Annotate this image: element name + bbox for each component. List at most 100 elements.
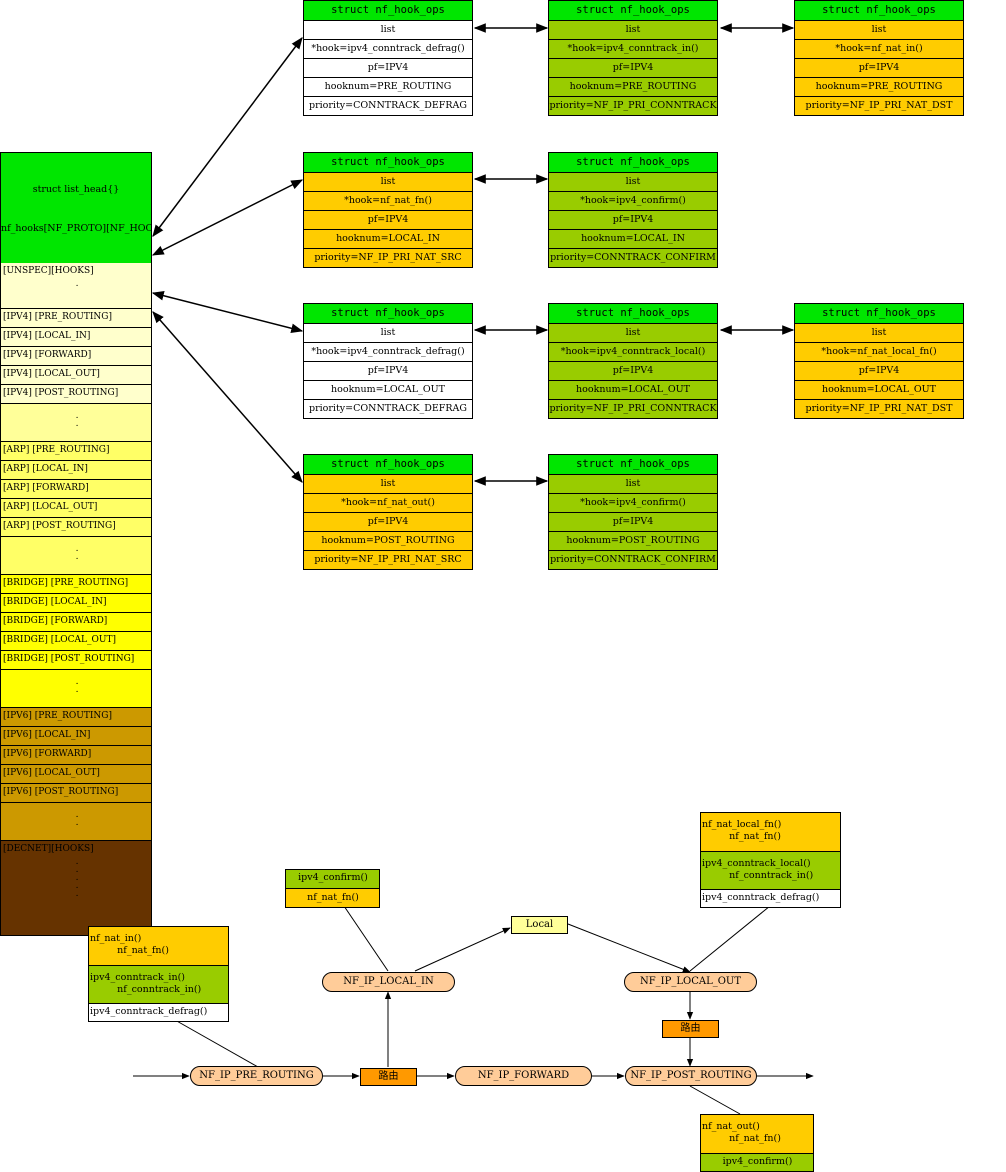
field-list: list (549, 323, 717, 342)
link-local-out (151, 291, 304, 333)
hook-ops-header: struct nf_hook_ops (304, 1, 472, 20)
field-priority: priority=CONNTRACK_CONFIRM (549, 550, 717, 569)
field-list: list (795, 323, 963, 342)
field-hooknum: hooknum=PRE_ROUTING (795, 77, 963, 96)
hook-slot-label: [DECNET][HOOKS] (3, 844, 94, 854)
route-box-1: 路由 (360, 1068, 417, 1086)
hook-slot-label: [ARP] [FORWARD] (3, 483, 89, 493)
hook-slot: [IPV4] [PRE_ROUTING] (1, 308, 151, 327)
node-local-out: NF_IP_LOCAL_OUT (624, 972, 757, 992)
hook-ops-header: struct nf_hook_ops (304, 455, 472, 474)
field-priority: priority=CONNTRACK_CONFIRM (549, 248, 717, 267)
field-pf: pf=IPV4 (549, 58, 717, 77)
ellipsis-dots: . . . . . (75, 857, 79, 899)
hook-slot-label: [IPV4] [LOCAL_IN] (3, 331, 91, 341)
field-list: list (304, 323, 472, 342)
hook-slot: [BRIDGE] [LOCAL_OUT] (1, 631, 151, 650)
field-list: list (549, 172, 717, 191)
hook-slot: [ARP] [FORWARD] (1, 479, 151, 498)
localout-box-conntrack: ipv4_conntrack_local() nf_conntrack_in() (701, 851, 840, 889)
flow-localin-to-local (414, 927, 511, 972)
field-list: list (304, 20, 472, 39)
localout-box-defrag: ipv4_conntrack_defrag() (701, 889, 840, 907)
hook-slot: [BRIDGE] [PRE_ROUTING] (1, 574, 151, 593)
flow-local-to-localout (567, 923, 691, 973)
field-priority: priority=NF_IP_PRI_NAT_DST (795, 96, 963, 115)
field-hook: *hook=nf_nat_fn() (304, 191, 472, 210)
field-hook: *hook=nf_nat_in() (795, 39, 963, 58)
node-local-in: NF_IP_LOCAL_IN (322, 972, 455, 992)
hook-slot-label: [ARP] [LOCAL_IN] (3, 464, 88, 474)
hook-slot: [BRIDGE] [POST_ROUTING] (1, 650, 151, 669)
hook-slot-label: [BRIDGE] [PRE_ROUTING] (3, 578, 129, 588)
field-hooknum: hooknum=LOCAL_IN (304, 229, 472, 248)
hook-slot-label: [BRIDGE] [LOCAL_OUT] (3, 635, 117, 645)
hook-slot-label: [BRIDGE] [POST_ROUTING] (3, 654, 135, 664)
hook-slot-label: [BRIDGE] [LOCAL_IN] (3, 597, 107, 607)
hook-slot-label: [IPV6] [LOCAL_OUT] (3, 768, 100, 778)
field-hook: *hook=ipv4_confirm() (549, 493, 717, 512)
hook-slot: [ARP] [PRE_ROUTING] (1, 441, 151, 460)
field-hooknum: hooknum=LOCAL_OUT (795, 380, 963, 399)
field-priority: priority=NF_IP_PRI_CONNTRACK (549, 96, 717, 115)
localout-box-nat: nf_nat_local_fn() nf_nat_fn() (701, 813, 840, 851)
hook-slot: [UNSPEC][HOOKS]. (1, 263, 151, 308)
field-priority: priority=NF_IP_PRI_NAT_SRC (304, 550, 472, 569)
field-pf: pf=IPV4 (795, 58, 963, 77)
hook-slot-label: [IPV6] [POST_ROUTING] (3, 787, 119, 797)
field-priority: priority=NF_IP_PRI_NAT_DST (795, 399, 963, 418)
hook-ops-header: struct nf_hook_ops (304, 153, 472, 172)
hook-slot: [ARP] [LOCAL_IN] (1, 460, 151, 479)
field-list: list (795, 20, 963, 39)
hook-slot: [ARP] [POST_ROUTING] (1, 517, 151, 536)
field-pf: pf=IPV4 (549, 210, 717, 229)
post-routing-functions-box: nf_nat_out() nf_nat_fn() ipv4_confirm() (700, 1114, 814, 1172)
hook-slot-label: [IPV4] [LOCAL_OUT] (3, 369, 100, 379)
field-priority: priority=CONNTRACK_DEFRAG (304, 96, 472, 115)
field-hook: *hook=ipv4_confirm() (549, 191, 717, 210)
link-post-routing (152, 311, 303, 483)
field-hook: *hook=nf_nat_local_fn() (795, 342, 963, 361)
hook-slot: [IPV6] [PRE_ROUTING] (1, 707, 151, 726)
field-hook: *hook=nf_nat_out() (304, 493, 472, 512)
hook-ops-header: struct nf_hook_ops (549, 1, 717, 20)
nf-hooks-header: struct list_head{} nf_hooks[NF_PROTO][NF… (1, 153, 151, 263)
nf-hooks-header-line1: struct list_head{} (32, 184, 120, 195)
field-hook: *hook=ipv4_conntrack_local() (549, 342, 717, 361)
local-in-functions-box: ipv4_confirm() nf_nat_fn() (285, 869, 380, 908)
local-box: Local (511, 916, 568, 934)
field-hooknum: hooknum=PRE_ROUTING (304, 77, 472, 96)
hook-slot: [IPV6] [LOCAL_OUT] (1, 764, 151, 783)
hook-slot: [ARP] [LOCAL_OUT] (1, 498, 151, 517)
hook-slot-label: [ARP] [LOCAL_OUT] (3, 502, 98, 512)
ellipsis-dots: . (75, 279, 79, 289)
field-hook: *hook=ipv4_conntrack_in() (549, 39, 717, 58)
hook-slot: [BRIDGE] [LOCAL_IN] (1, 593, 151, 612)
field-list: list (304, 474, 472, 493)
field-list: list (549, 20, 717, 39)
hook-slot-label: [IPV4] [FORWARD] (3, 350, 92, 360)
field-pf: pf=IPV4 (304, 361, 472, 380)
hook-ops-header: struct nf_hook_ops (549, 153, 717, 172)
field-list: list (304, 172, 472, 191)
field-pf: pf=IPV4 (304, 512, 472, 531)
nf-hooks-header-line2: nf_hooks[NF_PROTO][NF_HOOKS] (1, 223, 151, 234)
pre-box-defrag: ipv4_conntrack_defrag() (89, 1003, 228, 1021)
node-pre-routing: NF_IP_PRE_ROUTING (190, 1066, 323, 1086)
field-priority: priority=CONNTRACK_DEFRAG (304, 399, 472, 418)
post-box-confirm: ipv4_confirm() (701, 1153, 813, 1171)
field-hooknum: hooknum=POST_ROUTING (304, 531, 472, 550)
field-priority: priority=NF_IP_PRI_CONNTRACK (549, 399, 717, 418)
hook-slot-label: [IPV4] [PRE_ROUTING] (3, 312, 113, 322)
hook-slot: [DECNET][HOOKS] . . . . . (1, 840, 151, 935)
localin-box-nat: nf_nat_fn() (286, 888, 379, 907)
pre-box-nat: nf_nat_in() nf_nat_fn() (89, 927, 228, 965)
ellipsis-dots: . . (75, 544, 79, 562)
